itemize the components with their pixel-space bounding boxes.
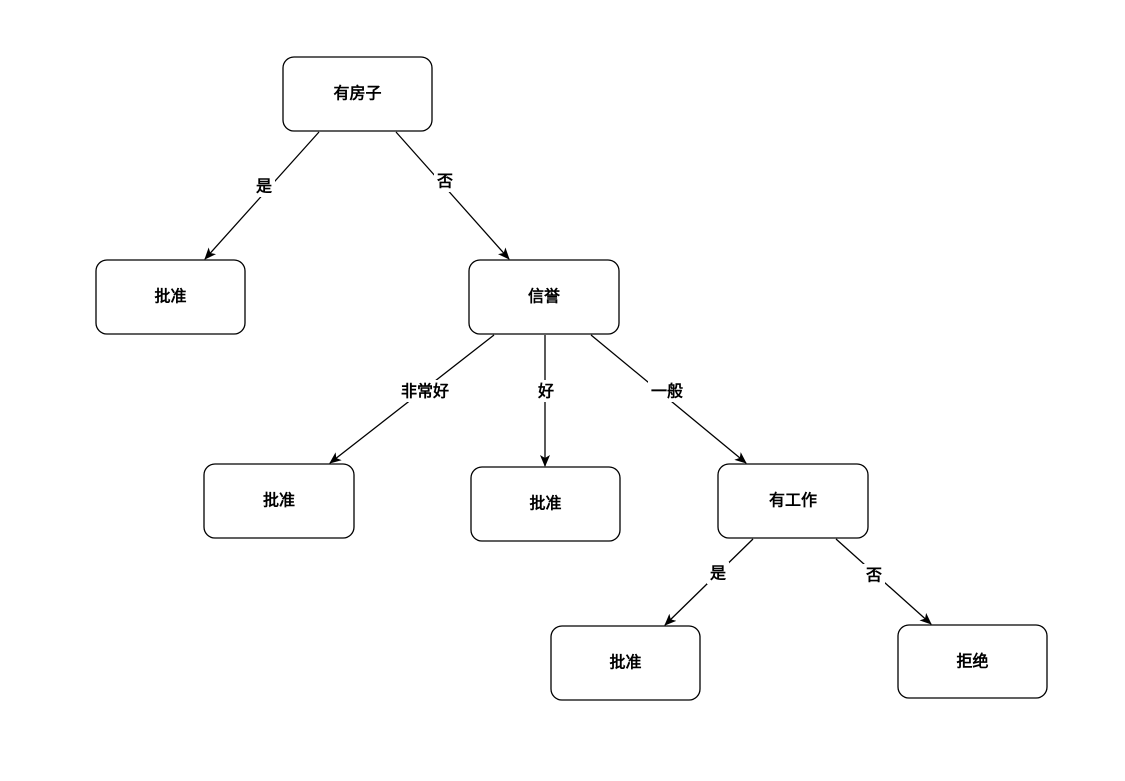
edge-root-credit: 否 [395, 131, 510, 260]
node-label: 信誉 [528, 287, 561, 306]
node-approve-4: 批准 [550, 625, 701, 701]
node-label: 批准 [263, 491, 295, 510]
node-approve-1: 批准 [95, 259, 246, 335]
node-label: 批准 [154, 287, 186, 306]
edge-label: 否 [865, 566, 882, 585]
edge-credit-approve-2: 非常好 [329, 334, 495, 464]
node-approve-3: 批准 [470, 466, 621, 542]
node-label: 有房子 [333, 84, 381, 103]
node-credit: 信誉 [468, 259, 620, 335]
node-label: 批准 [529, 494, 561, 513]
edge-label: 是 [709, 564, 726, 583]
node-reject: 拒绝 [897, 624, 1048, 699]
node-label: 拒绝 [956, 652, 988, 671]
edge-has-job-approve-4: 是 [664, 538, 754, 626]
node-approve-2: 批准 [203, 463, 355, 539]
node-has-job: 有工作 [717, 463, 869, 539]
node-root: 有房子 [282, 56, 433, 132]
edge-credit-approve-3: 好 [535, 335, 557, 467]
node-label: 批准 [609, 653, 641, 672]
edge-credit-has-job: 一般 [590, 334, 747, 464]
edges: 是 否 非常好 好 一般 是 否 [204, 131, 932, 626]
edge-root-approve-1: 是 [204, 131, 320, 260]
edge-label: 否 [436, 172, 453, 191]
node-label: 有工作 [769, 491, 817, 510]
edge-has-job-reject: 否 [835, 538, 932, 625]
edge-label: 是 [255, 177, 272, 196]
edge-label: 一般 [651, 382, 683, 401]
nodes: 有房子 批准 信誉 批准 批准 有工作 批准 拒绝 [95, 56, 1048, 701]
edge-label: 非常好 [401, 382, 449, 401]
edge-label: 好 [537, 382, 554, 401]
